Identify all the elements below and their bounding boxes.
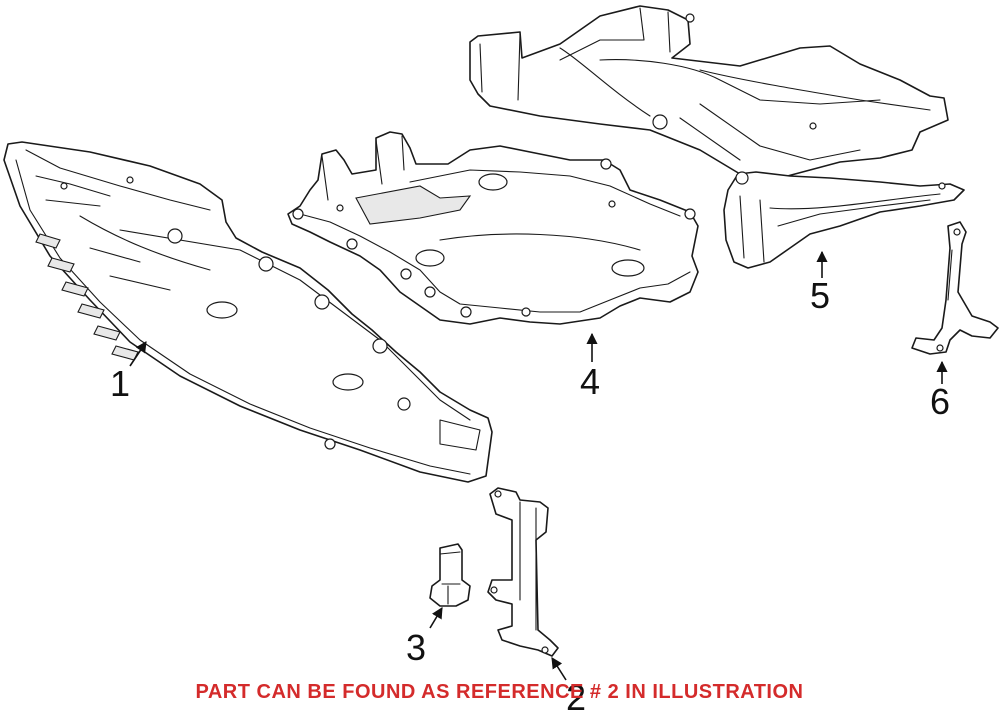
reference-notice: PART CAN BE FOUND AS REFERENCE # 2 IN IL… <box>195 681 804 703</box>
part-2-bracket <box>487 487 559 657</box>
leader-lines <box>129 250 948 681</box>
part-1-front-shield <box>3 141 493 483</box>
leader-3 <box>429 607 443 629</box>
part-6-bracket <box>911 221 999 355</box>
callout-3: 3 <box>406 627 426 668</box>
part-4-center-shield <box>287 131 699 325</box>
part-3-bolt <box>429 543 471 607</box>
part-5-rear-shield <box>469 5 965 269</box>
callout-1: 1 <box>110 363 130 404</box>
leader-2 <box>551 657 567 681</box>
callout-6: 6 <box>930 381 950 422</box>
callout-5: 5 <box>810 275 830 316</box>
callout-2: 2 <box>566 677 586 714</box>
leader-1 <box>129 341 147 367</box>
callout-4: 4 <box>580 361 600 402</box>
